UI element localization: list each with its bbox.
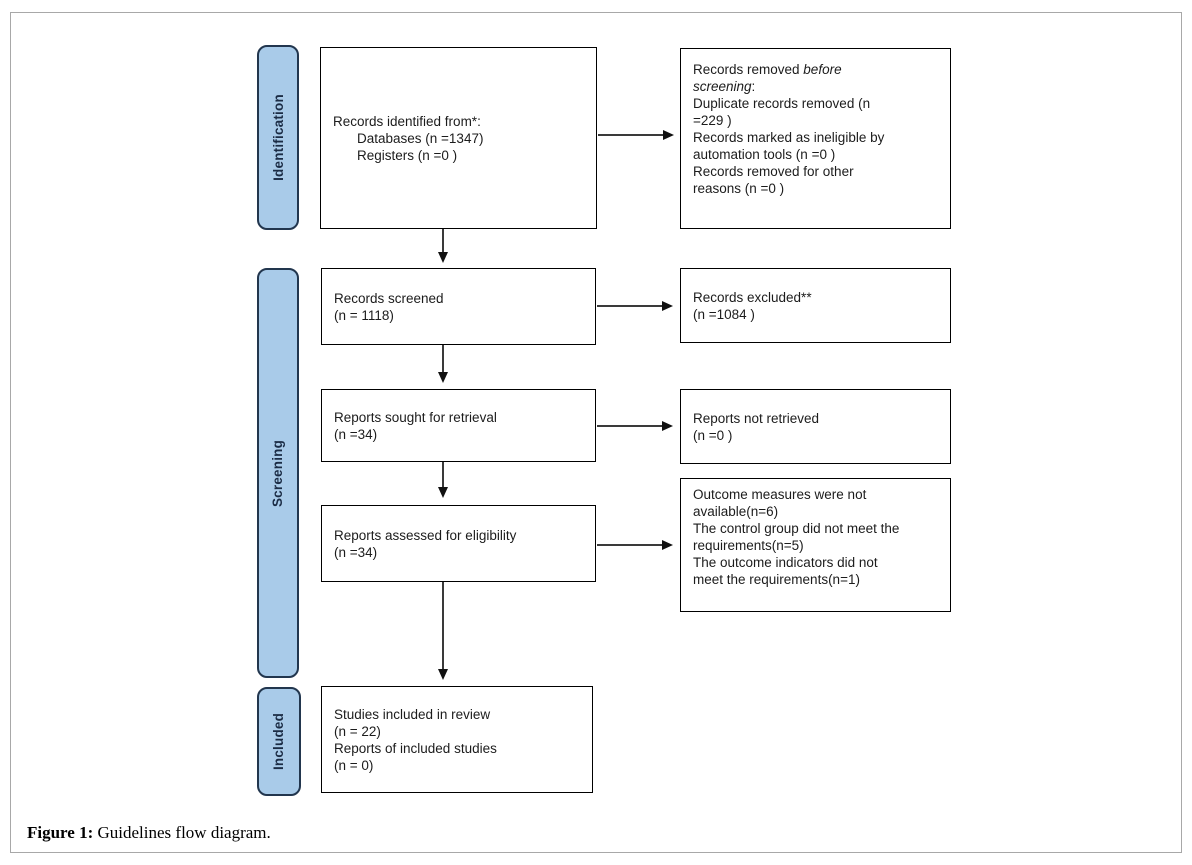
box-line: Reports assessed for eligibility bbox=[334, 527, 517, 543]
box-line: Reports sought for retrieval bbox=[334, 409, 497, 425]
box-reports-sought: Reports sought for retrieval (n =34) bbox=[321, 389, 596, 462]
box-records-identified: Records identified from*: Databases (n =… bbox=[320, 47, 597, 229]
arrow-right-assessed-to-reasons bbox=[597, 539, 673, 550]
box-line: screening: bbox=[693, 79, 756, 94]
box-reports-not-retrieved: Reports not retrieved (n =0 ) bbox=[680, 389, 951, 464]
box-line: Records marked as ineligible by automati… bbox=[693, 130, 885, 162]
box-reports-assessed: Reports assessed for eligibility (n =34) bbox=[321, 505, 596, 582]
stage-bar-included: Included bbox=[257, 687, 301, 796]
box-records-screened: Records screened (n = 1118) bbox=[321, 268, 596, 345]
arrow-right-identified-to-removed bbox=[598, 129, 674, 140]
box-line: Records identified from*: bbox=[333, 113, 481, 129]
box-line: (n =0 ) bbox=[693, 427, 733, 443]
stage-label-screening: Screening bbox=[270, 439, 286, 507]
box-records-excluded: Records excluded** (n =1084 ) bbox=[680, 268, 951, 343]
box-studies-included: Studies included in review (n = 22) Repo… bbox=[321, 686, 593, 793]
figure-caption: Figure 1: Guidelines flow diagram. bbox=[27, 823, 271, 843]
box-line: Records removed for other reasons (n =0 … bbox=[693, 164, 854, 196]
arrow-down-assessed-to-included bbox=[437, 582, 448, 680]
box-line: Databases (n =1347) bbox=[357, 130, 484, 146]
arrow-down-sought-to-assessed bbox=[437, 462, 448, 498]
box-line: Outcome measures were not available(n=6) bbox=[693, 487, 867, 519]
box-line: Duplicate records removed (n =229 ) bbox=[693, 96, 871, 128]
box-line: Reports not retrieved bbox=[693, 410, 820, 426]
box-line: (n = 0) bbox=[334, 757, 374, 773]
box-line: (n =34) bbox=[334, 544, 378, 560]
box-line: (n = 1118) bbox=[334, 307, 394, 323]
figure-border bbox=[10, 12, 1182, 853]
arrow-right-screened-to-excluded bbox=[597, 300, 673, 311]
box-line: (n = 22) bbox=[334, 723, 381, 739]
stage-bar-identification: Identification bbox=[257, 45, 299, 230]
box-records-removed: Records removed before screening: Duplic… bbox=[680, 48, 951, 229]
box-line: Records excluded** bbox=[693, 289, 812, 305]
stage-label-identification: Identification bbox=[270, 94, 286, 181]
arrow-down-identified-to-screened bbox=[437, 229, 448, 263]
figure-caption-label: Figure 1: bbox=[27, 823, 94, 842]
box-exclusion-reasons: Outcome measures were not available(n=6)… bbox=[680, 478, 951, 612]
box-line: The control group did not meet the requi… bbox=[693, 521, 900, 553]
figure-caption-text: Guidelines flow diagram. bbox=[93, 823, 271, 842]
stage-label-included: Included bbox=[271, 712, 287, 771]
box-line: (n =1084 ) bbox=[693, 306, 755, 322]
box-line: Reports of included studies bbox=[334, 740, 497, 756]
box-line: Registers (n =0 ) bbox=[357, 147, 458, 163]
box-line: (n =34) bbox=[334, 426, 378, 442]
box-line: The outcome indicators did not meet the … bbox=[693, 555, 878, 587]
box-line: Studies included in review bbox=[334, 706, 491, 722]
box-line: Records screened bbox=[334, 290, 444, 306]
arrow-down-screened-to-sought bbox=[437, 345, 448, 383]
box-line: Records removed before bbox=[693, 62, 842, 77]
arrow-right-sought-to-not-retrieved bbox=[597, 420, 673, 431]
stage-bar-screening: Screening bbox=[257, 268, 299, 678]
